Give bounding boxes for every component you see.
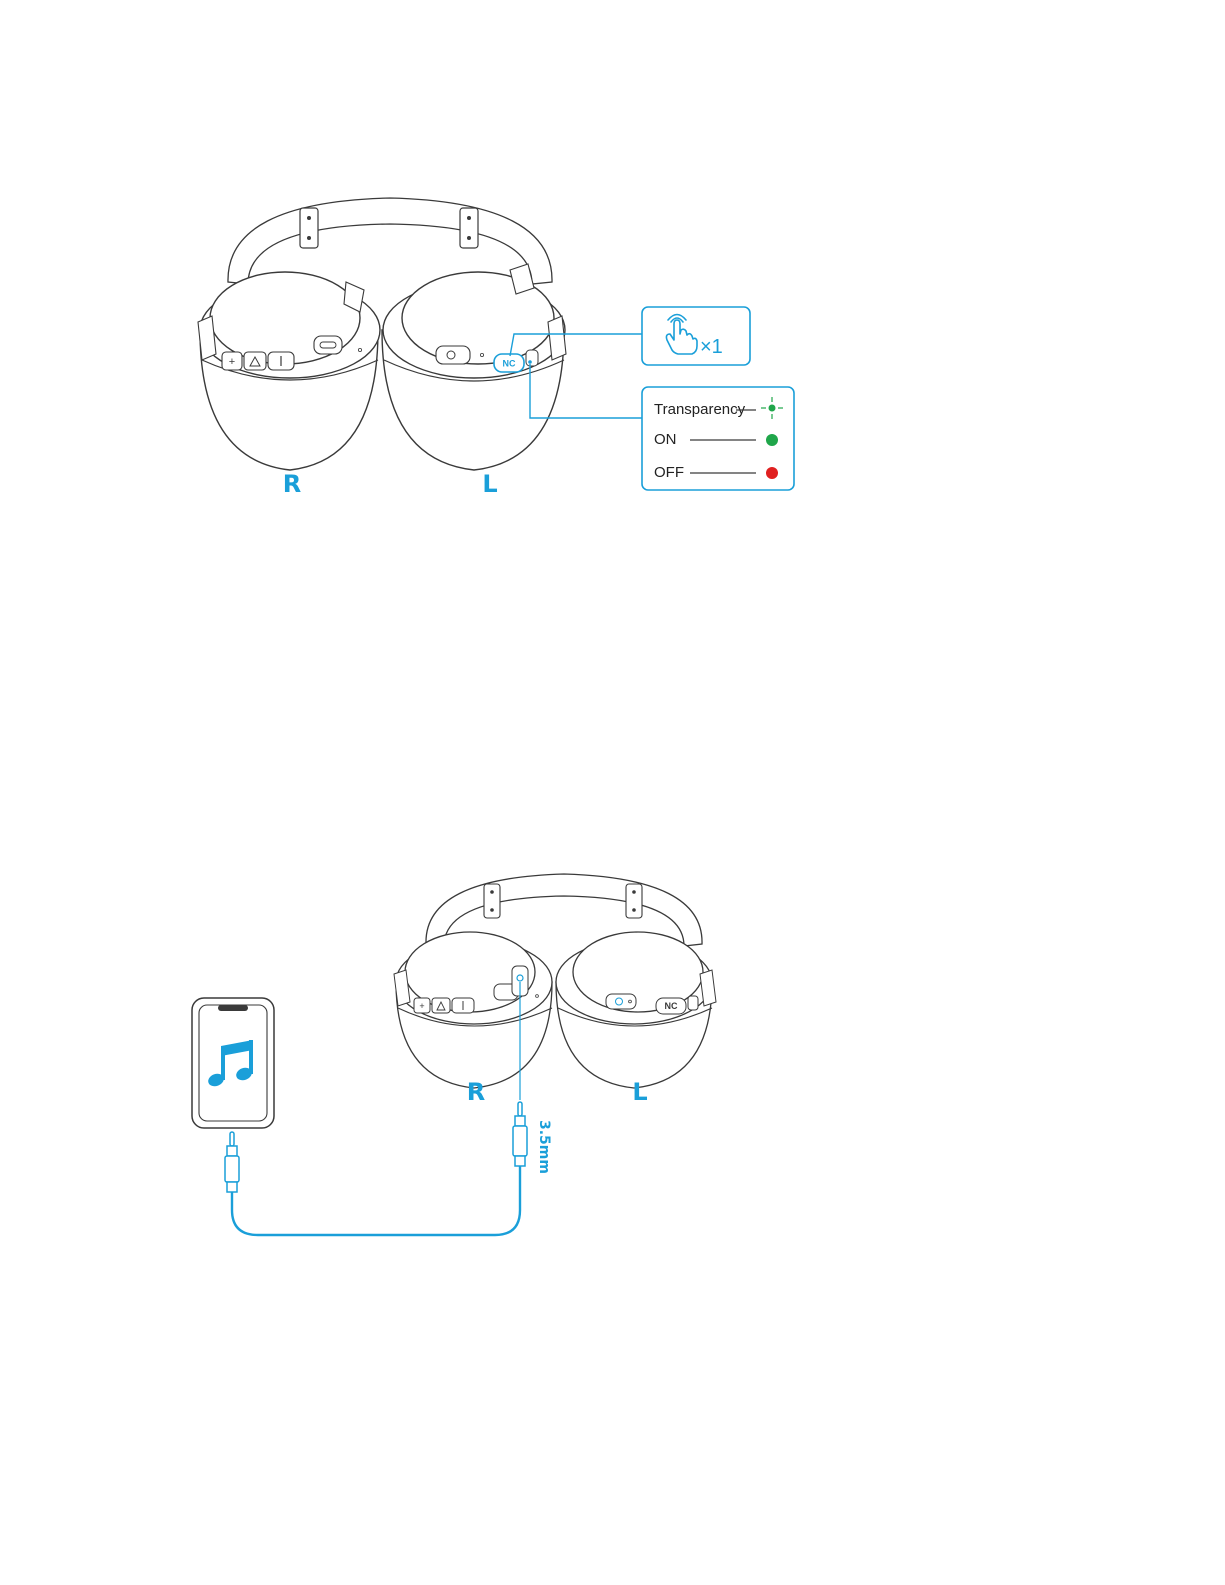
nc-mode-legend-box: Transparency ON OFF: [642, 387, 794, 490]
label-left-side: L: [482, 470, 497, 498]
aux-plug-headphone-side: [513, 1102, 527, 1166]
cable-size-label: 3.5mm: [536, 1120, 552, 1174]
headphones-wired-illustration: + NC R L: [192, 874, 716, 1235]
mode-label-off: OFF: [654, 464, 684, 481]
green-indicator-icon: [766, 434, 778, 446]
headphones-top-illustration: + NC R: [198, 198, 794, 498]
mode-label-transparency: Transparency: [654, 401, 746, 418]
nc-button-label: NC: [503, 359, 516, 369]
left-earcup: NC: [382, 264, 566, 470]
usb-port: [314, 336, 342, 354]
tap-instruction-box: ×1: [642, 307, 750, 365]
phone-device: [192, 998, 274, 1128]
red-indicator-icon: [766, 467, 778, 479]
nc-indicator-led: [528, 360, 532, 364]
right-earcup-bottom: +: [394, 932, 552, 1088]
right-earcup: +: [198, 272, 380, 470]
nc-button-label-bottom: NC: [665, 1001, 678, 1011]
headband: [228, 198, 552, 284]
power-button[interactable]: [436, 346, 470, 364]
headband-slider-left: [300, 208, 318, 248]
play-button[interactable]: [244, 352, 266, 370]
aux-plug-phone-side: [225, 1132, 239, 1192]
label-left-side-bottom: L: [632, 1078, 647, 1106]
label-right-side: R: [283, 470, 301, 498]
svg-text:+: +: [419, 1001, 424, 1011]
headband-slider-right: [460, 208, 478, 248]
tap-count-text: ×1: [700, 336, 723, 358]
mode-label-on: ON: [654, 431, 677, 448]
aux-cable: [232, 1166, 520, 1235]
left-earcup-bottom: NC: [556, 932, 716, 1088]
label-right-side-bottom: R: [467, 1078, 485, 1106]
svg-text:+: +: [229, 356, 235, 368]
